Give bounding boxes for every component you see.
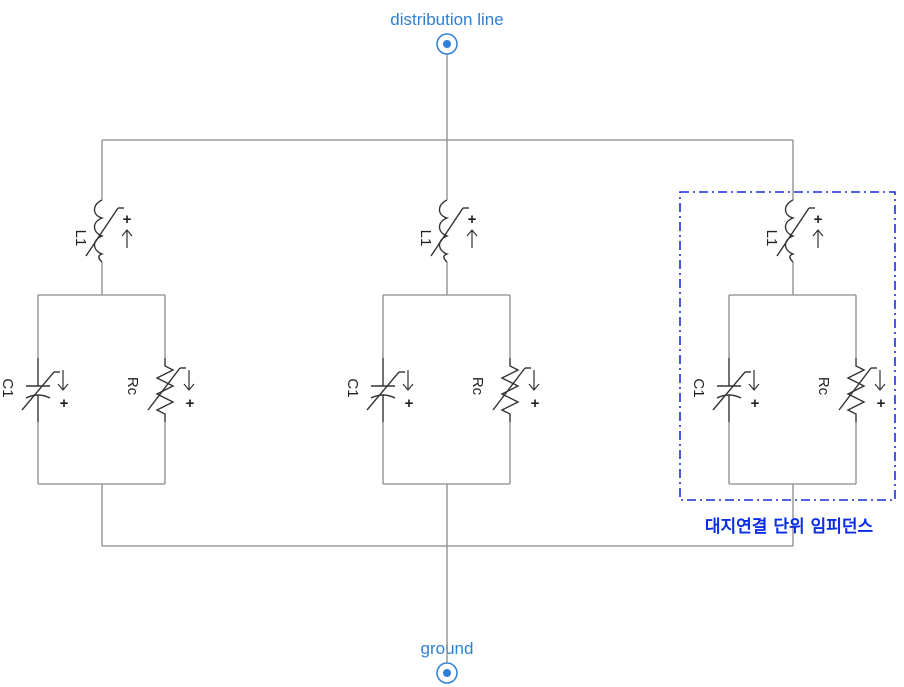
capacitor-plus-sign: + bbox=[60, 395, 69, 412]
resistor-plus-sign: + bbox=[877, 395, 886, 412]
capacitor-label: C1 bbox=[344, 378, 361, 397]
resistor-plus-sign: + bbox=[531, 395, 540, 412]
distribution-line-label: distribution line bbox=[390, 10, 503, 29]
inductor-plus-sign: + bbox=[468, 211, 477, 228]
resistor-rc[interactable]: + Rc bbox=[469, 358, 540, 422]
inductor-label: L1 bbox=[72, 230, 89, 247]
inductor-label: L1 bbox=[763, 230, 780, 247]
capacitor-label: C1 bbox=[690, 378, 707, 397]
ground-port[interactable] bbox=[436, 662, 458, 684]
resistor-label: Rc bbox=[815, 377, 832, 396]
inductor-plus-sign: + bbox=[123, 211, 132, 228]
branch-wires bbox=[382, 140, 511, 546]
capacitor-plus-sign: + bbox=[751, 395, 760, 412]
inductor-l1[interactable]: + L1 bbox=[417, 199, 478, 263]
branch-wires bbox=[728, 140, 857, 546]
unit-impedance-label: 대지연결 단위 임피던스 bbox=[705, 516, 874, 537]
capacitor-label: C1 bbox=[0, 378, 16, 397]
capacitor-c1[interactable]: + C1 bbox=[344, 358, 414, 422]
inductor-label: L1 bbox=[417, 230, 434, 247]
inductor-l1[interactable]: + L1 bbox=[763, 199, 824, 263]
capacitor-plus-sign: + bbox=[405, 395, 414, 412]
capacitor-c1[interactable]: + C1 bbox=[690, 358, 760, 422]
impedance-branch-right: + L1 + C1 + Rc bbox=[690, 140, 886, 546]
unit-impedance-highlight-box bbox=[679, 191, 896, 501]
resistor-plus-sign: + bbox=[186, 395, 195, 412]
inductor-plus-sign: + bbox=[814, 211, 823, 228]
resistor-rc[interactable]: + Rc bbox=[124, 358, 195, 422]
impedance-branch-left: + L1 + C1 + Rc bbox=[0, 140, 195, 546]
branch-wires bbox=[37, 140, 166, 546]
distribution-line-port[interactable] bbox=[436, 33, 458, 55]
capacitor-c1[interactable]: + C1 bbox=[0, 358, 69, 422]
resistor-rc[interactable]: + Rc bbox=[815, 358, 886, 422]
inductor-l1[interactable]: + L1 bbox=[72, 199, 133, 263]
resistor-label: Rc bbox=[469, 377, 486, 396]
impedance-branch-middle: + L1 + C1 + Rc bbox=[344, 140, 540, 546]
resistor-label: Rc bbox=[124, 377, 141, 396]
